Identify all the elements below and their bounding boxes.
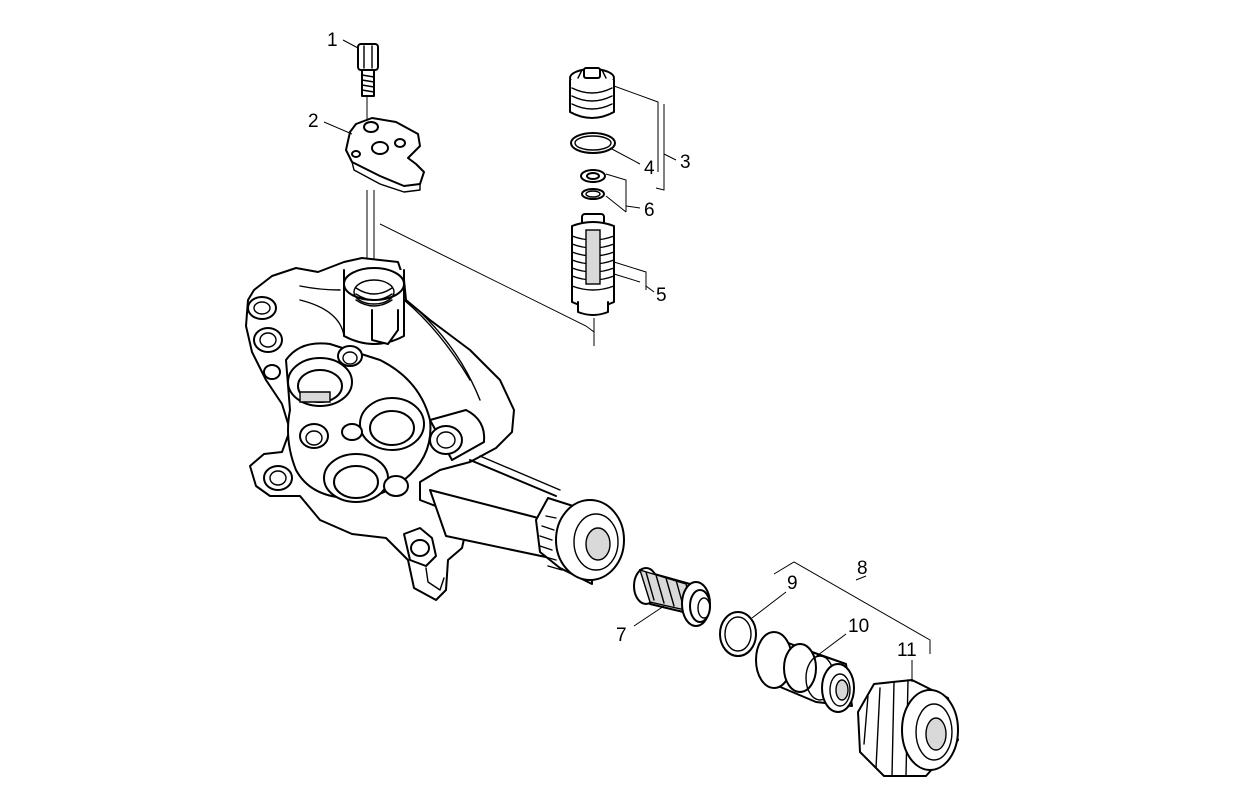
leader-lines	[323, 39, 931, 682]
part-7-filter	[633, 567, 711, 627]
callout-2: 2	[308, 111, 319, 132]
part-9-o-ring	[719, 611, 757, 657]
callout-9: 9	[787, 573, 798, 594]
callout-5: 5	[656, 285, 667, 306]
callout-8: 8	[857, 558, 868, 579]
pump-housing	[245, 257, 561, 601]
part-11-union-nut	[857, 679, 959, 777]
part-4-o-ring	[570, 132, 616, 154]
callout-7: 7	[616, 625, 627, 646]
part-5-valve-insert	[571, 213, 615, 316]
part-3-valve-assembly	[569, 67, 615, 119]
callout-4: 4	[644, 158, 655, 179]
part-2-clamp-plate	[345, 117, 425, 193]
callout-11: 11	[897, 640, 917, 661]
threaded-outlet	[535, 497, 625, 585]
part-6-seal-set	[580, 169, 606, 200]
callout-10: 10	[848, 616, 869, 637]
callout-3: 3	[680, 152, 691, 173]
callout-labels: 1 2 3 4 6 5 8 9 10 7 11	[308, 30, 917, 661]
part-1-screw	[357, 43, 379, 97]
callout-1: 1	[327, 30, 338, 51]
part-10-hose-nipple	[755, 631, 855, 713]
callout-6: 6	[644, 200, 655, 221]
